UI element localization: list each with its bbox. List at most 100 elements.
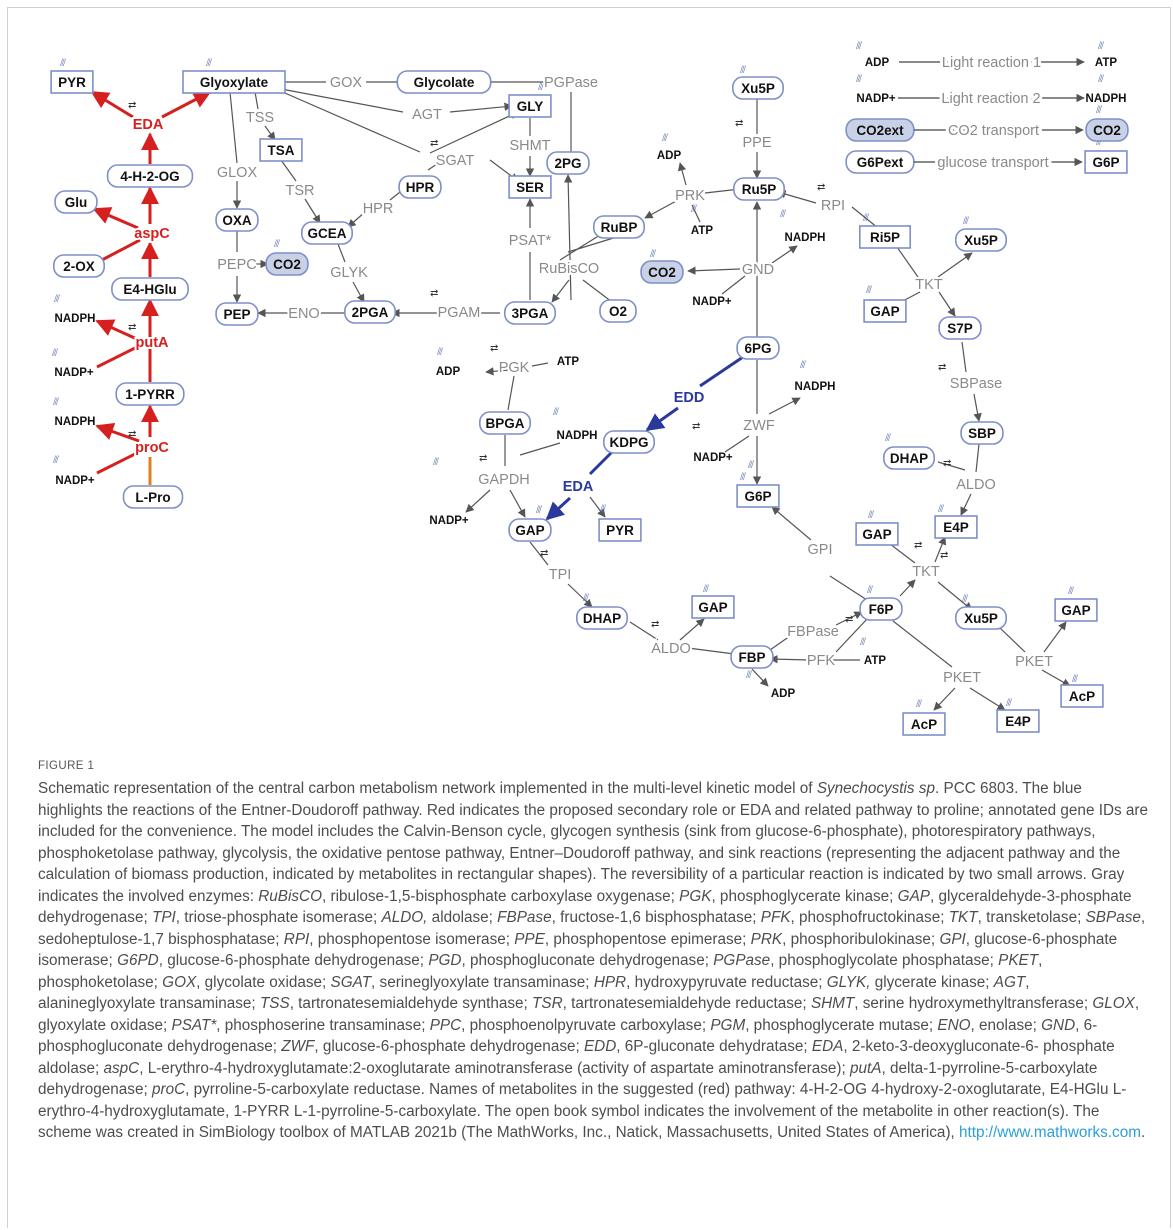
- caption-run: , phosphoribulokinase;: [782, 930, 940, 948]
- open-book-icon: ⫻: [691, 204, 697, 215]
- legend-product: CO2: [1085, 118, 1129, 142]
- figure-caption: FIGURE 1 Schematic representation of the…: [38, 760, 1148, 1144]
- reversible-arrows-icon: ⇄: [128, 429, 136, 440]
- legend-reaction-label: Light reaction 2: [941, 91, 1040, 107]
- open-book-icon: ⫻: [433, 457, 439, 468]
- caption-run: , phosphoglycerate kinase;: [711, 887, 898, 905]
- metabolite-label: Xu5P: [741, 81, 775, 96]
- reaction-edge: [485, 367, 523, 376]
- cofactor-atp: ATP: [864, 655, 886, 667]
- open-book-icon: ⫻: [885, 433, 891, 444]
- caption-italic-term: aspC: [103, 1059, 140, 1077]
- enzyme-glyk: GLYK: [330, 265, 368, 281]
- metabolite-xu5pa: Xu5P: [731, 76, 784, 100]
- metabolite-sbp: SBP: [960, 421, 1004, 445]
- legend-reaction-label: glucose transport: [937, 155, 1048, 171]
- red-pathway-edge: [90, 90, 134, 119]
- cofactor-nadp-plus: NADP+: [55, 475, 95, 487]
- metabolite-2pga: 2PGA: [343, 300, 396, 324]
- metabolite-label: KDPG: [609, 435, 648, 450]
- ed-pathway-edge: [645, 406, 679, 432]
- metabolite-tsa: TSA: [259, 138, 303, 162]
- reversible-arrows-icon: ⇄: [943, 458, 951, 469]
- cofactor-nadph: NADPH: [785, 232, 826, 244]
- caption-italic-term: proC: [151, 1081, 186, 1098]
- ed-pathway-edge: [545, 496, 572, 521]
- open-book-icon: ⫻: [746, 670, 752, 681]
- enzyme-edd: EDD: [674, 390, 705, 406]
- red-pathway-edge: [161, 90, 212, 119]
- caption-run: Schematic representation of the central …: [38, 780, 817, 797]
- caption-italic-term: TSS: [259, 995, 290, 1012]
- metabolite-bpga: BPGA: [478, 411, 531, 435]
- caption-run: , phosphoserine transaminase;: [216, 1016, 430, 1034]
- caption-italic-term: EDA: [811, 1038, 844, 1055]
- enzyme-pfk: PFK: [807, 653, 836, 669]
- caption-italic-term: PGM: [710, 1016, 746, 1034]
- enzyme-pket2: PKET: [1015, 654, 1053, 670]
- caption-text: Schematic representation of the central …: [38, 778, 1148, 1144]
- caption-run: glycerate kinase;: [870, 973, 994, 991]
- caption-run: , hydroxypyruvate reductase;: [626, 973, 827, 991]
- open-book-icon: ⫻: [52, 348, 58, 359]
- enzyme-pgam: PGAM: [438, 305, 481, 321]
- open-book-icon: ⫻: [583, 593, 589, 604]
- metabolite-glyoxylate: Glyoxylate: [182, 70, 286, 94]
- caption-run: , serineglyoxylate transaminase;: [371, 973, 594, 991]
- caption-italic-term: SGAT: [330, 973, 372, 991]
- enzyme-glox: GLOX: [217, 165, 258, 181]
- caption-run: , alanineglyoxylate transaminase;: [38, 973, 1030, 1013]
- metabolic-network-diagram: ⫻⫻⫻⫻⫻⫻⫻⫻⫻⫻⫻⫻⫻⫻⫻⫻⫻⫻⫻⫻⫻⫻⫻⫻⫻⫻⫻⫻⫻⫻⫻⫻⫻⫻⫻⫻⫻⫻⫻⫻…: [50, 41, 1129, 736]
- metabolite-label: L-Pro: [135, 490, 170, 505]
- reaction-edge: [751, 668, 769, 687]
- metabolite-label: GAP: [515, 523, 544, 538]
- metabolite-label: Glu: [65, 195, 88, 210]
- reaction-edge: [1043, 621, 1067, 653]
- metabolite-ri5p: Ri5P: [858, 225, 911, 249]
- caption-run: , glyoxylate oxidase;: [38, 995, 1140, 1034]
- caption-run: , glyceraldehyde-3-phosphate dehydrogena…: [38, 887, 1132, 927]
- caption-italic-term: GPI: [939, 930, 966, 948]
- caption-italic-term: PGK: [679, 887, 712, 905]
- caption-run: , sedoheptulose-1,7 bisphosphatase;: [38, 909, 1146, 948]
- caption-italic-term: EDD: [583, 1038, 617, 1055]
- metabolite-rubp: RuBP: [592, 215, 645, 239]
- reaction-edge: [427, 159, 444, 171]
- reaction-edge: [254, 91, 259, 110]
- reaction-edge: [961, 341, 967, 373]
- cofactor-adp: ADP: [771, 688, 796, 700]
- cofactor-nadp-plus: NADP+: [54, 367, 94, 379]
- caption-run: .: [1140, 1124, 1146, 1141]
- caption-run: , serine hydroxymethyltransferase;: [854, 995, 1093, 1012]
- reversible-arrows-icon: ⇄: [735, 118, 743, 129]
- open-book-icon: ⫻: [60, 58, 66, 69]
- mathworks-link[interactable]: http://www.mathworks.com: [959, 1124, 1141, 1141]
- metabolite-label: 2-OX: [63, 259, 95, 274]
- open-book-icon: ⫻: [538, 82, 544, 93]
- metabolite-oxa: OXA: [215, 208, 259, 232]
- reversible-arrows-icon: ⇄: [938, 362, 946, 373]
- reaction-edge: [1041, 669, 1071, 687]
- enzyme-rubisco: RuBisCO: [539, 261, 599, 277]
- cofactor-atp: ATP: [557, 356, 579, 368]
- metabolite-co2b: CO2: [640, 260, 684, 284]
- reaction-edge: [960, 493, 972, 516]
- reaction-edge: [563, 174, 573, 301]
- metabolite-gapd: GAP: [691, 595, 735, 619]
- metabolite-label: AcP: [1069, 689, 1095, 704]
- reaction-edge: [264, 125, 276, 141]
- open-book-icon: ⫻: [1096, 105, 1102, 116]
- metabolite-gapa: GAP: [863, 299, 907, 323]
- cofactor-atp: ATP: [691, 225, 713, 237]
- reaction-edge: [975, 443, 980, 473]
- caption-run: , glucose-6-phosphate dehydrogenase;: [158, 952, 429, 969]
- red-pathway-edge: [96, 450, 140, 475]
- metabolite-label: GAP: [870, 304, 899, 319]
- reaction-edge: [229, 91, 238, 164]
- open-book-icon: ⫻: [856, 41, 862, 52]
- caption-run: , phosphogluconate dehydrogenase;: [461, 952, 714, 969]
- open-book-icon: ⫻: [1098, 41, 1104, 52]
- caption-italic-term: GLOX: [1092, 995, 1135, 1012]
- figure-frame: [7, 7, 1171, 1228]
- caption-italic-term: AGT: [993, 973, 1026, 991]
